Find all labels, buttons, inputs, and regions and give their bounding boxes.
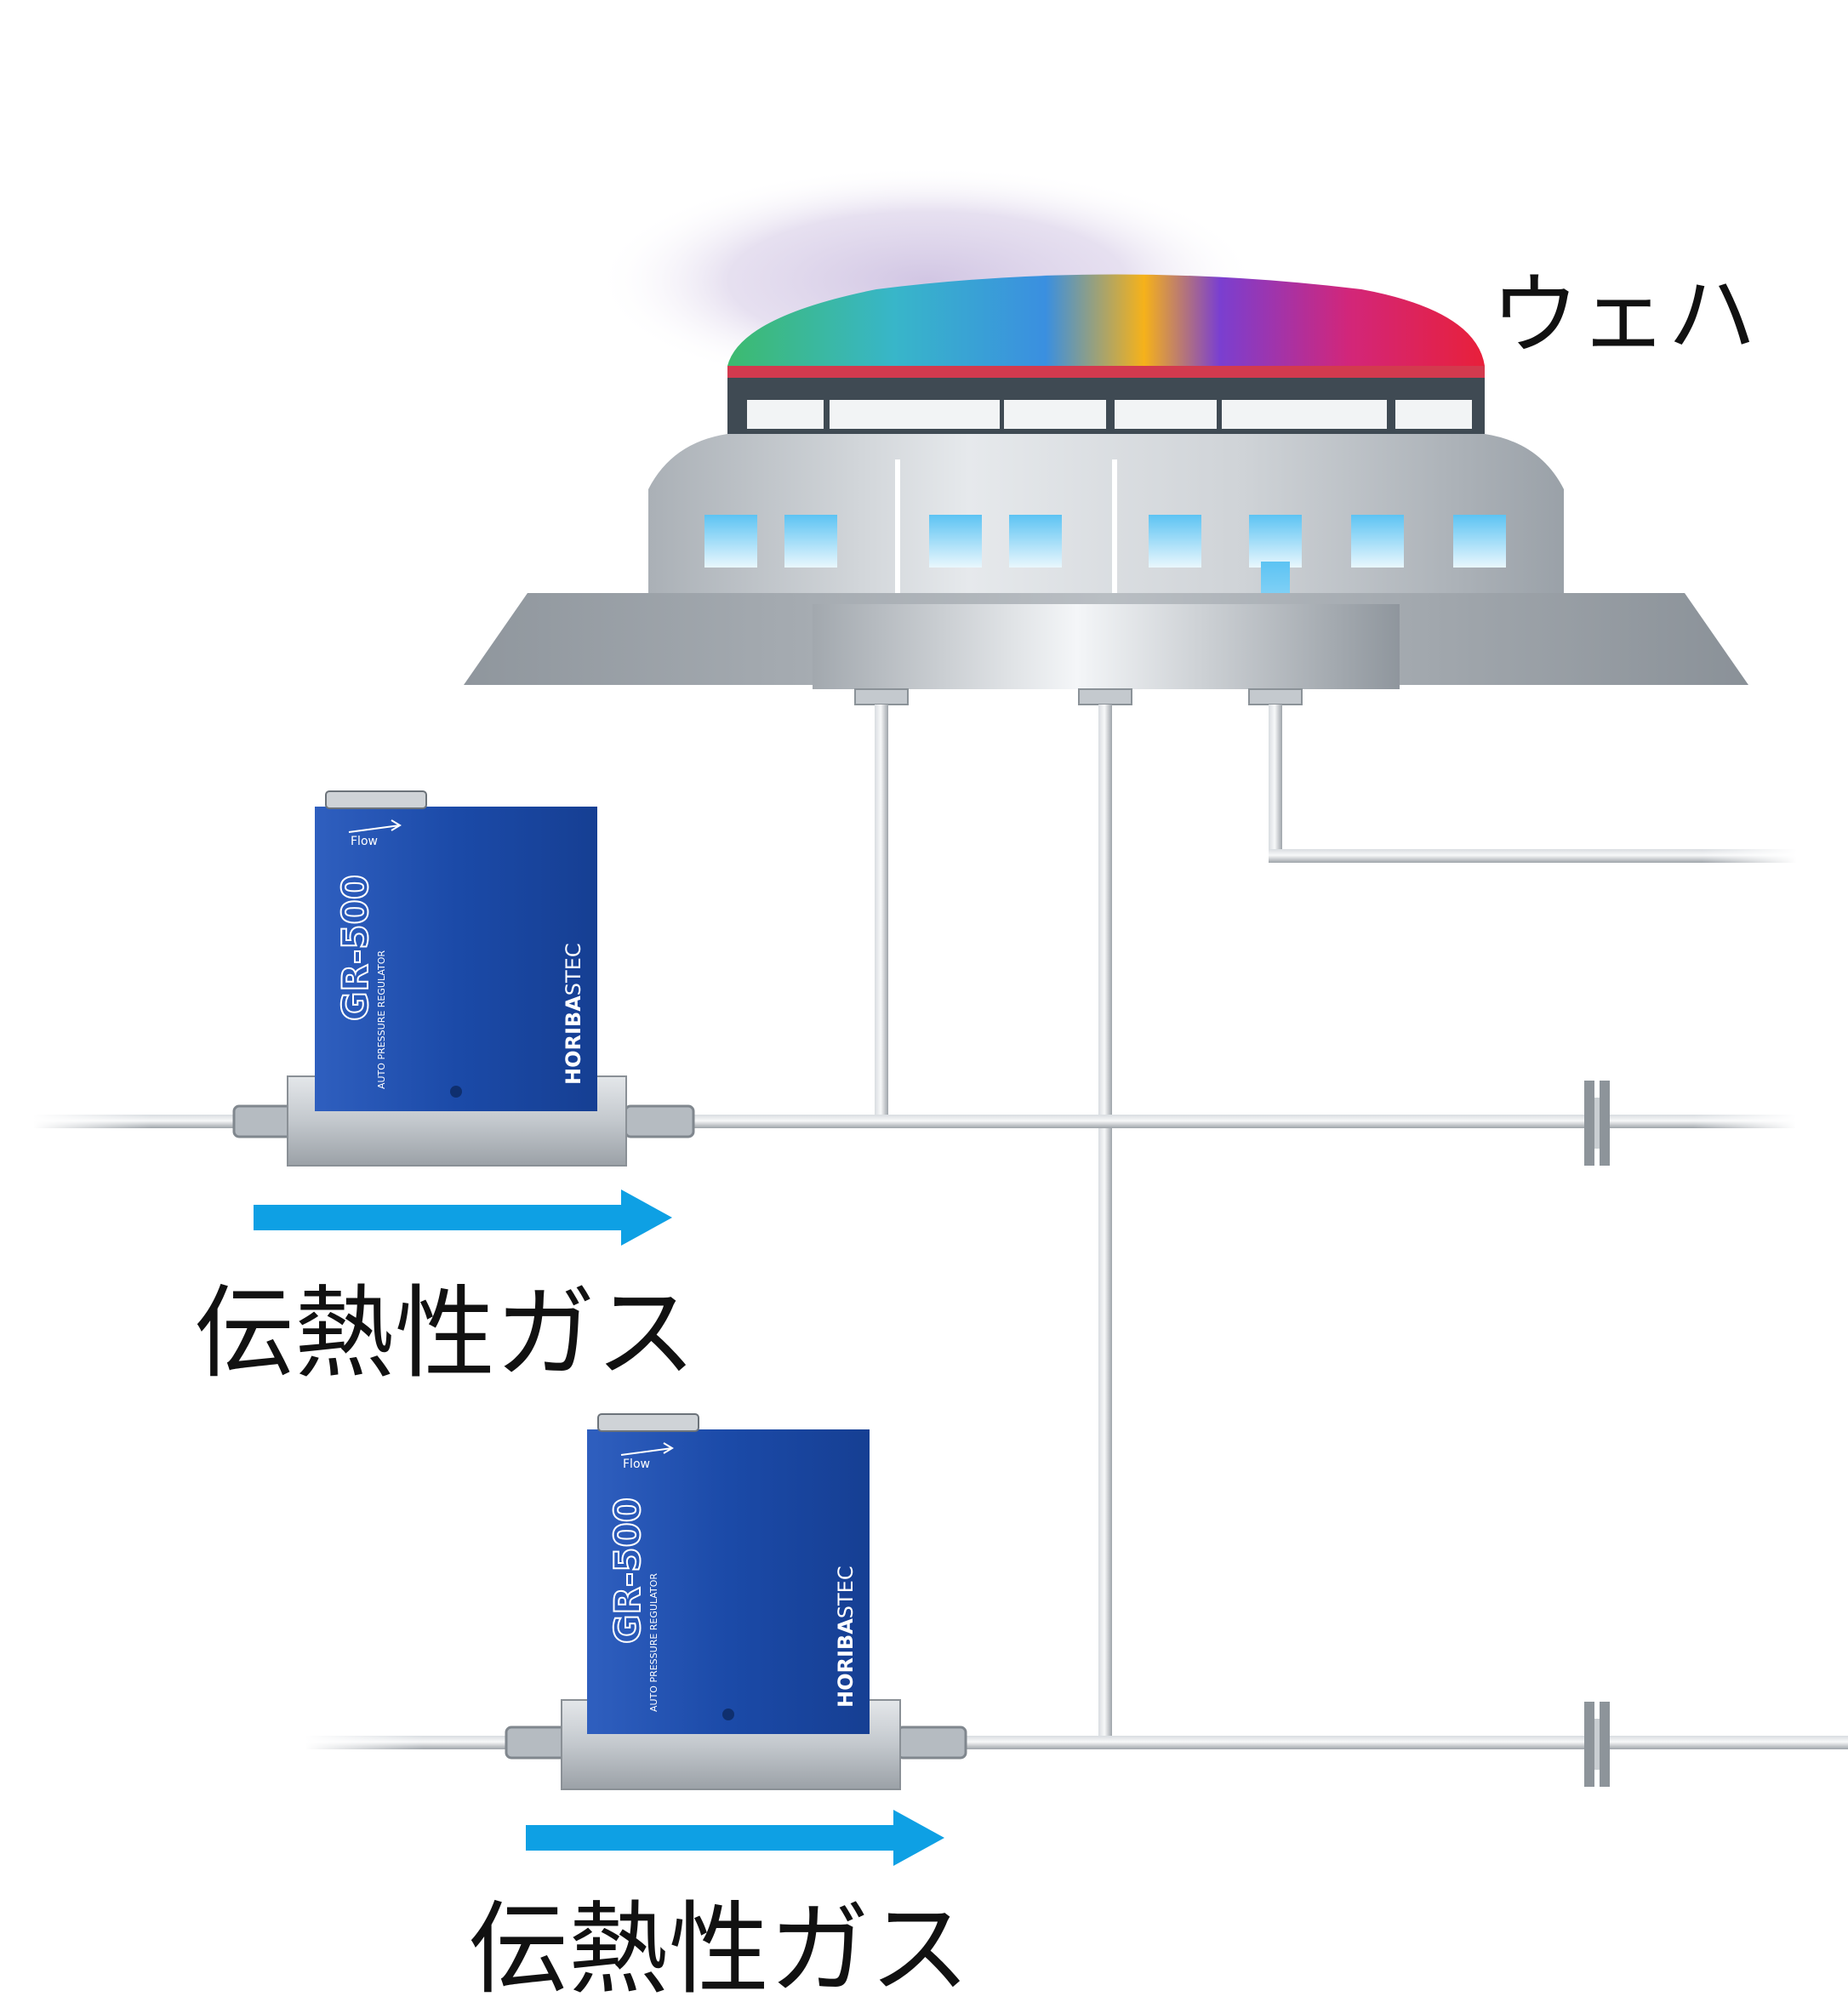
flow-direction-arrow-1 <box>254 1189 672 1246</box>
chuck-ports <box>854 688 1303 705</box>
regulator-connector <box>325 790 427 809</box>
pressure-regulator-1: Flow GR-500 AUTO PRESSURE REGULATOR HORI… <box>232 790 695 1167</box>
wafer-edge <box>727 366 1485 378</box>
pipe-vertical-2 <box>1098 705 1112 1743</box>
flow-arrow-icon <box>348 819 402 833</box>
flow-label: Flow <box>351 835 378 848</box>
chuck-stem <box>813 604 1400 689</box>
regulator-model: GR-500 <box>334 875 376 1021</box>
regulator-screw <box>450 1086 462 1098</box>
pipe-vertical-3 <box>1269 705 1282 863</box>
regulator-screw <box>722 1709 734 1720</box>
regulator-model: GR-500 <box>607 1497 648 1644</box>
regulator-fitting-right <box>896 1726 967 1760</box>
flow-label: Flow <box>623 1458 650 1471</box>
heat-transfer-gas-label: 伝熱性ガス <box>468 1891 971 2008</box>
cooling-channels <box>704 515 1506 568</box>
regulator-body <box>587 1429 870 1734</box>
regulator-subtitle: AUTO PRESSURE REGULATOR <box>648 1573 659 1712</box>
wafer-label: ウェハ <box>1491 263 1757 367</box>
wafer <box>727 274 1485 366</box>
heat-transfer-gas-label: 伝熱性ガス <box>194 1275 697 1392</box>
pressure-regulator-2: Flow GR-500 AUTO PRESSURE REGULATOR HORI… <box>505 1413 967 1790</box>
electrostatic-chuck <box>648 434 1564 604</box>
brand-label: HORIBASTEC <box>834 1566 858 1708</box>
flow-arrow-icon <box>620 1442 674 1456</box>
pipe-valve-icon <box>1584 1081 1610 1166</box>
regulator-connector <box>597 1413 699 1432</box>
flow-direction-arrow-2 <box>526 1810 944 1866</box>
pipe-vertical-1 <box>875 705 888 1121</box>
regulator-body <box>315 807 597 1111</box>
regulator-fitting-right <box>624 1104 695 1138</box>
pipe-valve-icon <box>1584 1702 1610 1787</box>
chuck-top-slots <box>747 400 1472 429</box>
regulator-subtitle: AUTO PRESSURE REGULATOR <box>376 950 387 1089</box>
brand-label: HORIBASTEC <box>562 943 585 1085</box>
pipe-exhaust <box>1269 849 1796 863</box>
